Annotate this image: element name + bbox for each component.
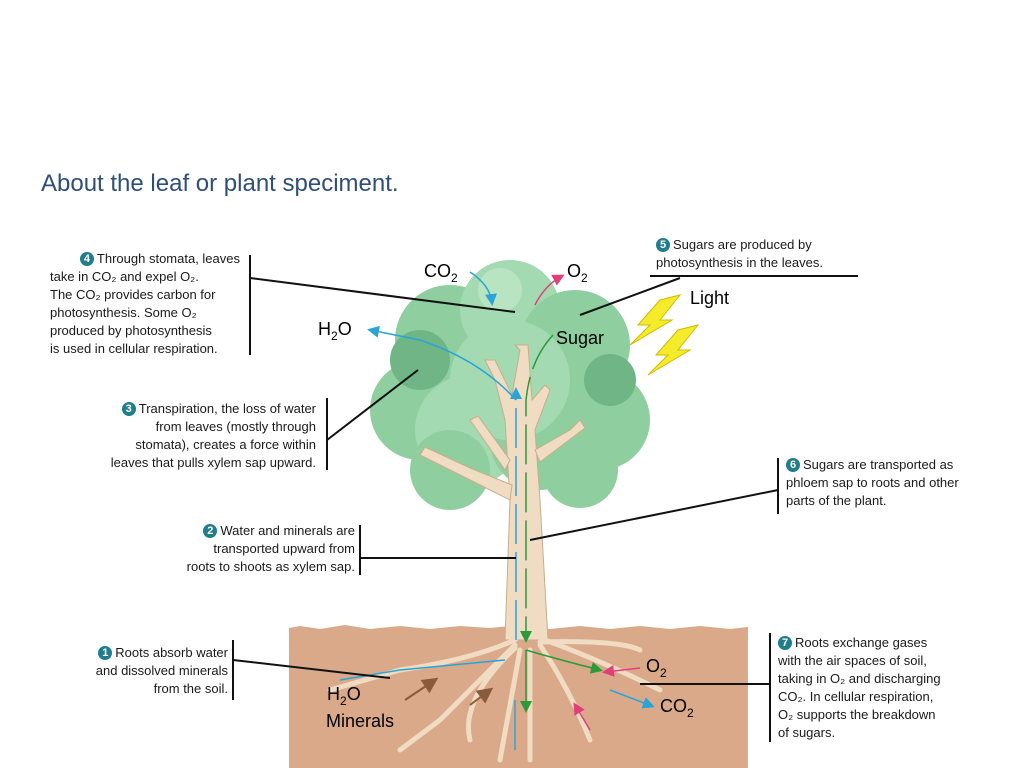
label-o2-top: O2 <box>567 261 588 285</box>
tree-trunk <box>419 344 586 641</box>
o2-out-arrow <box>534 274 565 306</box>
xylem-arrows <box>339 325 522 750</box>
caption-6-badge: 6 <box>786 458 800 472</box>
label-o2-bottom: O2 <box>646 656 667 680</box>
minerals-arrow-1 <box>404 677 439 701</box>
label-h2o-top: H2O <box>318 319 352 343</box>
label-minerals: Minerals <box>326 711 394 731</box>
leader-lines <box>232 255 858 742</box>
caption-2-badge: 2 <box>203 524 218 538</box>
tree-canopy <box>370 260 650 510</box>
co2-in-arrow <box>469 271 497 306</box>
caption-7-badge: 7 <box>778 636 792 650</box>
minerals-arrow-3 <box>573 702 591 731</box>
caption-1-badge: 1 <box>98 646 113 660</box>
label-co2-top: CO2 <box>424 261 458 285</box>
co2-out-arrow <box>609 689 655 709</box>
o2-in-arrow <box>602 665 641 677</box>
light-bolts <box>629 294 700 376</box>
soil <box>289 625 748 768</box>
label-co2-bottom: CO2 <box>660 696 694 720</box>
caption-3-badge: 3 <box>121 402 136 416</box>
caption-5-badge: 5 <box>656 238 670 252</box>
label-light: Light <box>690 288 729 308</box>
label-sugar: Sugar <box>556 328 604 348</box>
caption-4-badge: 4 <box>79 252 94 266</box>
minerals-arrow-2 <box>469 687 494 706</box>
phloem-arrows <box>520 334 603 713</box>
page-title: About the leaf or plant speciment. <box>41 170 399 197</box>
label-h2o-bottom: H2O <box>327 684 361 708</box>
